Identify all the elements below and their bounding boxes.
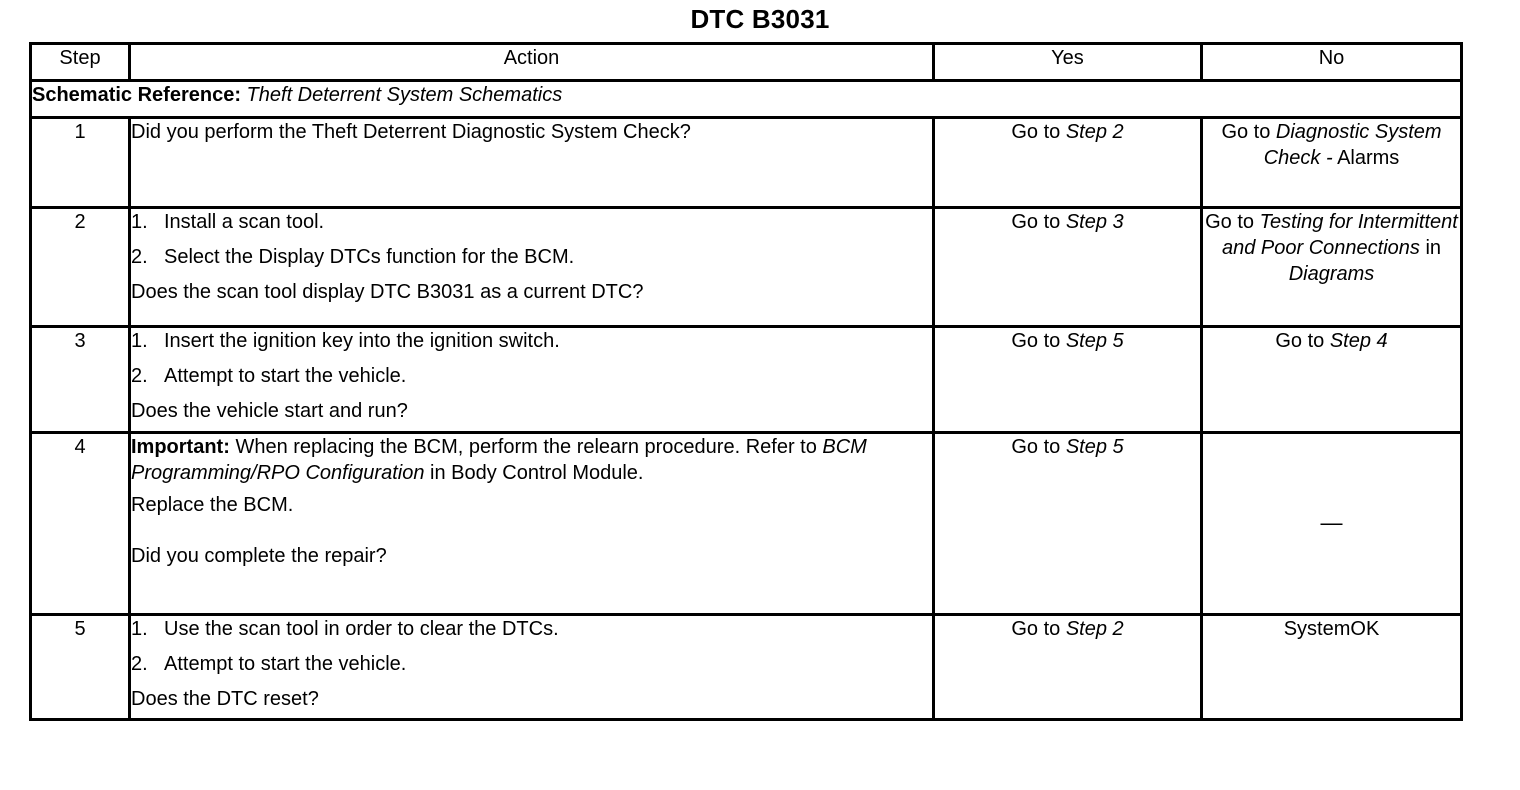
action-list-item: 1. Use the scan tool in order to clear th… xyxy=(131,616,932,642)
table-row: 4 Important: When replacing the BCM, per… xyxy=(29,431,1463,616)
action-list-number: 1. xyxy=(131,211,148,233)
yes-prefix: Go to xyxy=(1011,330,1066,352)
page-title: DTC B3031 xyxy=(690,4,830,34)
no-cell: SystemOK xyxy=(1200,613,1463,721)
action-list-text: Insert the ignition key into the ignitio… xyxy=(164,330,560,352)
action-cell: 1. Insert the ignition key into the ignit… xyxy=(128,325,935,434)
action-list-text: Attempt to start the vehicle. xyxy=(164,653,407,675)
yes-cell: Go to Step 3 xyxy=(932,206,1203,328)
action-list-number: 1. xyxy=(131,618,148,640)
step-number: 2 xyxy=(29,206,131,328)
action-spacer xyxy=(131,524,932,543)
table-row: 1 Did you perform the Theft Deterrent Di… xyxy=(29,116,1463,209)
no-cell: Go to Testing for Intermittent and Poor … xyxy=(1200,206,1463,328)
important-text: When replacing the BCM, perform the rele… xyxy=(229,436,823,458)
diagnostic-table: Step Action Yes No Schematic Reference: … xyxy=(29,42,1463,721)
yes-prefix: Go to xyxy=(1011,618,1066,640)
action-list-number: 1. xyxy=(131,330,148,352)
yes-link[interactable]: Step 5 xyxy=(1065,436,1124,458)
no-cell: Go to Step 4 xyxy=(1200,325,1463,434)
important-link[interactable]: BCM Programming/RPO Configuration xyxy=(131,436,867,484)
action-question: Does the scan tool display DTC B3031 as … xyxy=(131,281,644,303)
table-row: 5 1. Use the scan tool in order to clear … xyxy=(29,613,1463,721)
yes-cell: Go to Step 2 xyxy=(932,613,1203,721)
action-list-text: Attempt to start the vehicle. xyxy=(164,365,407,387)
schematic-reference-value[interactable]: Theft Deterrent System Schematics xyxy=(246,84,563,106)
no-prefix: Go to xyxy=(1275,330,1330,352)
schematic-reference-row: Schematic Reference: Theft Deterrent Sys… xyxy=(29,79,1463,119)
step-number: 5 xyxy=(29,613,131,721)
action-list-number: 2. xyxy=(131,246,148,268)
yes-link[interactable]: Step 2 xyxy=(1065,121,1124,143)
important-tail: in Body Control Module. xyxy=(424,462,644,484)
no-link-secondary[interactable]: Diagrams xyxy=(1288,263,1375,285)
step-number: 4 xyxy=(29,431,131,616)
action-list-text: Install a scan tool. xyxy=(164,211,325,233)
column-header-no: No xyxy=(1200,42,1463,82)
yes-cell: Go to Step 2 xyxy=(932,116,1203,209)
no-cell: — xyxy=(1200,431,1463,616)
action-list-item: 2. Attempt to start the vehicle. xyxy=(131,363,932,389)
no-mid: in xyxy=(1419,237,1442,259)
action-list-item: 1. Insert the ignition key into the ignit… xyxy=(131,328,932,354)
no-link[interactable]: Testing for Intermittent and Poor Connec… xyxy=(1221,211,1458,259)
no-link[interactable]: Diagnostic System Check - xyxy=(1263,121,1442,169)
action-list-item: 2. Attempt to start the vehicle. xyxy=(131,651,932,677)
action-list-item: 1. Install a scan tool. xyxy=(131,209,932,235)
no-result: SystemOK xyxy=(1283,618,1380,640)
action-list-number: 2. xyxy=(131,365,148,387)
action-important-note: Important: When replacing the BCM, perfo… xyxy=(131,434,932,486)
action-list-number: 2. xyxy=(131,653,148,675)
yes-link[interactable]: Step 5 xyxy=(1065,330,1124,352)
action-list-item: 2. Select the Display DTCs function for t… xyxy=(131,244,932,270)
yes-prefix: Go to xyxy=(1011,436,1066,458)
action-cell: 1. Use the scan tool in order to clear th… xyxy=(128,613,935,721)
yes-cell: Go to Step 5 xyxy=(932,431,1203,616)
column-header-yes: Yes xyxy=(932,42,1203,82)
column-header-action: Action xyxy=(128,42,935,82)
yes-cell: Go to Step 5 xyxy=(932,325,1203,434)
action-cell: Did you perform the Theft Deterrent Diag… xyxy=(128,116,935,209)
action-cell: 1. Install a scan tool. 2. Select the Disp… xyxy=(128,206,935,328)
action-question: Does the DTC reset? xyxy=(131,688,319,710)
action-statement: Replace the BCM. xyxy=(131,494,294,516)
yes-link[interactable]: Step 2 xyxy=(1065,618,1124,640)
yes-link[interactable]: Step 3 xyxy=(1065,211,1124,233)
action-cell: Important: When replacing the BCM, perfo… xyxy=(128,431,935,616)
step-number: 1 xyxy=(29,116,131,209)
action-question: Does the vehicle start and run? xyxy=(131,400,408,422)
no-prefix: Go to xyxy=(1205,211,1260,233)
action-list-text: Use the scan tool in order to clear the … xyxy=(164,618,559,640)
schematic-reference-cell: Schematic Reference: Theft Deterrent Sys… xyxy=(29,79,1463,119)
action-question: Did you perform the Theft Deterrent Diag… xyxy=(131,121,691,143)
step-number: 3 xyxy=(29,325,131,434)
table-header-row: Step Action Yes No xyxy=(29,42,1463,82)
no-prefix: Go to xyxy=(1221,121,1276,143)
yes-prefix: Go to xyxy=(1011,211,1066,233)
no-cell: Go to Diagnostic System Check - Alarms xyxy=(1200,116,1463,209)
action-list-text: Select the Display DTCs function for the… xyxy=(164,246,575,268)
table-row: 2 1. Install a scan tool. 2. Select the Di… xyxy=(29,206,1463,328)
no-empty-dash: — xyxy=(1320,510,1343,536)
yes-prefix: Go to xyxy=(1011,121,1066,143)
table-row: 3 1. Insert the ignition key into the ign… xyxy=(29,325,1463,434)
column-header-step: Step xyxy=(29,42,131,82)
important-label: Important: xyxy=(131,436,230,458)
action-question: Did you complete the repair? xyxy=(131,545,387,567)
no-link[interactable]: Step 4 xyxy=(1329,330,1388,352)
no-suffix: Alarms xyxy=(1332,147,1400,169)
schematic-reference-label: Schematic Reference: xyxy=(32,84,241,106)
